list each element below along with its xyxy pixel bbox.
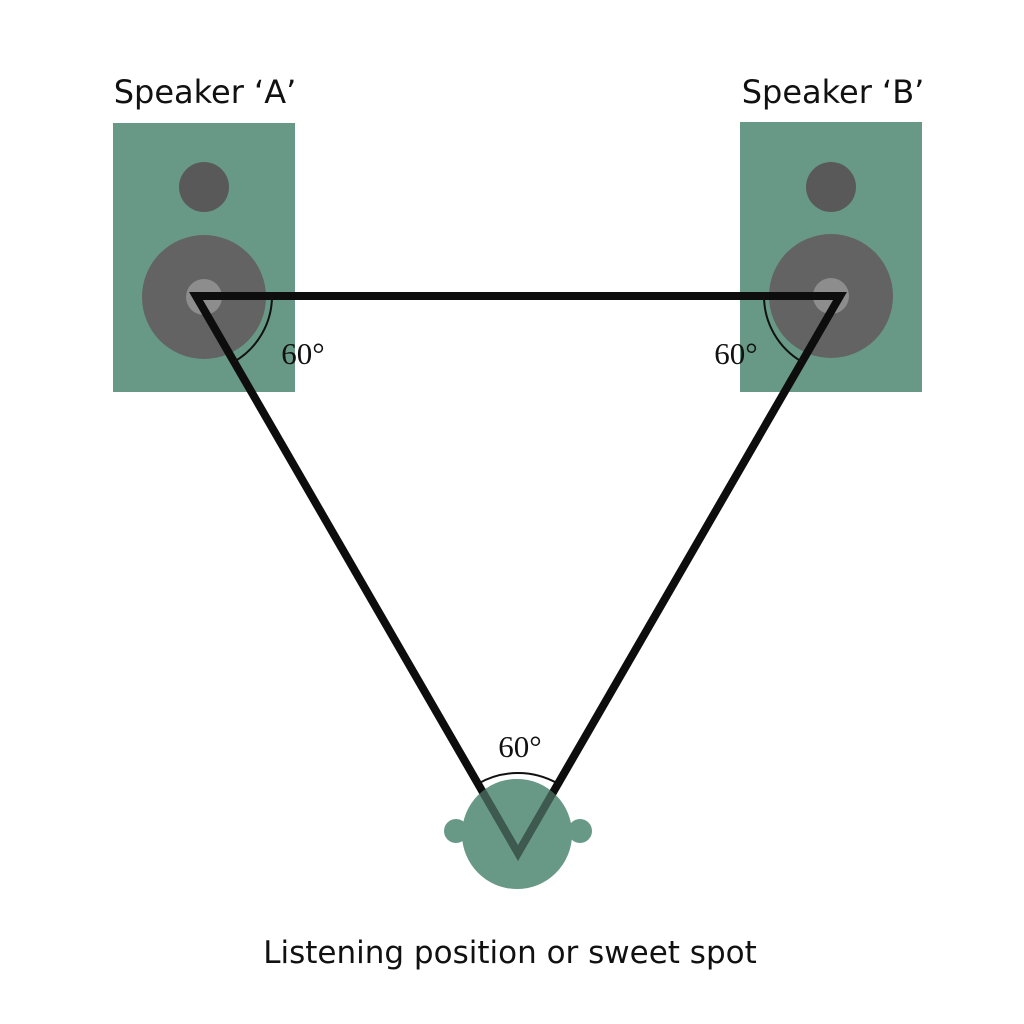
triangle-path [189,292,847,861]
speaker-b-tweeter [806,162,856,212]
speaker-b-graphic [740,122,922,392]
speaker-a-label: Speaker ‘A’ [114,73,297,111]
angle-label-speaker-b: 60° [714,336,757,371]
listener-head-overlay [462,779,572,889]
speaker-a-graphic [113,123,295,392]
angle-arc-speaker-b [763,295,803,363]
angle-arc-listener [477,771,559,785]
speaker-b-label: Speaker ‘B’ [742,73,925,111]
speaker-a-tweeter [179,162,229,212]
listening-position-caption: Listening position or sweet spot [263,935,757,971]
listener-ear-right [568,819,592,843]
listener-ear-left [444,819,468,843]
angle-arc-speaker-a [233,295,273,363]
angle-label-speaker-a: 60° [281,336,324,371]
angle-label-listener: 60° [498,729,541,764]
